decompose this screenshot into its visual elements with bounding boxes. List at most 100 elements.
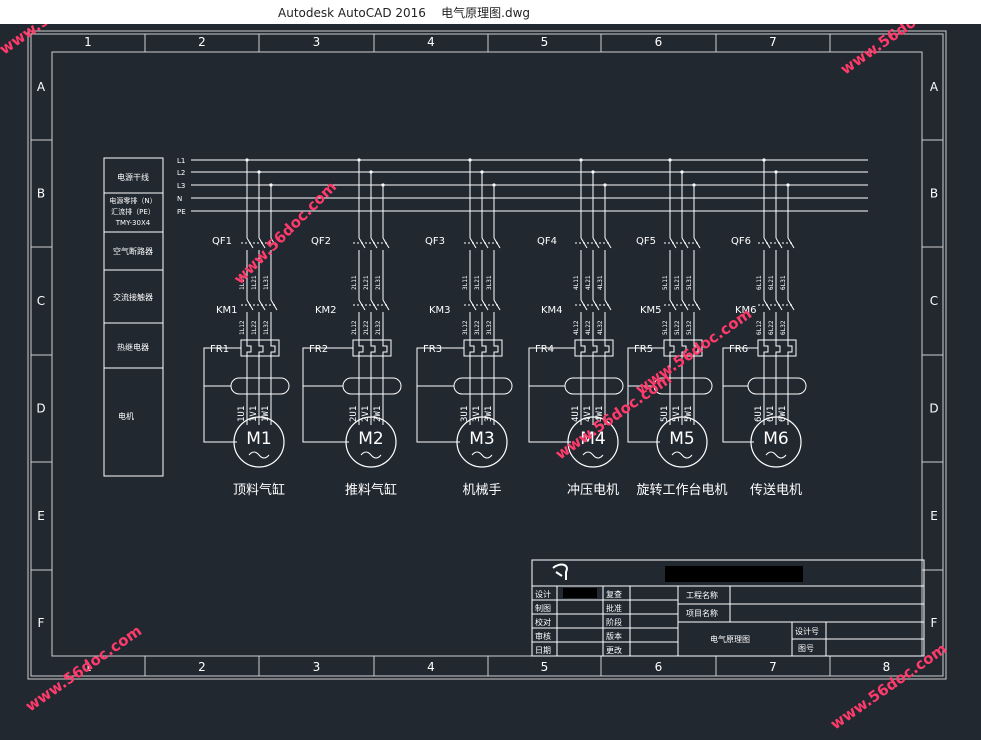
wire-number: 2L12 xyxy=(351,320,358,335)
drawing-name: 电气原理图 xyxy=(710,634,750,644)
bus-junction xyxy=(692,183,696,187)
breaker-label-qf2: QF2 xyxy=(311,236,331,247)
drawing-frame xyxy=(27,30,947,680)
thermal-sensor-loop xyxy=(230,377,290,395)
wire-number: 2L31 xyxy=(375,275,382,290)
grid-col-bottom-2: 2 xyxy=(198,660,206,674)
wire-number: 6L22 xyxy=(768,320,775,335)
contactor-label-km6: KM6 xyxy=(735,305,757,316)
ac-symbol-icon xyxy=(248,451,270,459)
motor-circle-m6 xyxy=(750,416,802,468)
title-block-label: 校对 xyxy=(535,617,551,627)
wire-number: 4L12 xyxy=(573,320,580,335)
bus-label-l1: L1 xyxy=(177,157,185,165)
wire-number: 6L32 xyxy=(780,320,787,335)
company-logo-icon xyxy=(552,563,568,580)
thermal-element xyxy=(270,340,276,356)
bus-junction xyxy=(369,170,373,174)
motor-terminal-label: 3V1 xyxy=(472,406,482,422)
wire-number: 1L11 xyxy=(239,275,246,290)
grid-row-left-B: B xyxy=(37,187,45,201)
bus-junction xyxy=(492,183,496,187)
motor-circle-m5 xyxy=(656,416,708,468)
grid-col-top-2: 2 xyxy=(198,35,206,49)
grid-row-left-F: F xyxy=(38,616,45,630)
grid-col-bottom-8: 8 xyxy=(883,660,891,674)
wire-number: 1L32 xyxy=(263,320,270,335)
motor-label-m5: M5 xyxy=(669,429,694,449)
legend-item-contactor: 交流接触器 xyxy=(113,292,153,302)
grid-col-top-1: 1 xyxy=(84,35,92,49)
motor-label-m6: M6 xyxy=(763,429,788,449)
thermal-element xyxy=(469,340,475,356)
motor-label-m3: M3 xyxy=(469,429,494,449)
watermark-text: www.56doc.com xyxy=(827,640,950,734)
thermal-element xyxy=(669,340,675,356)
wire-number: 1L22 xyxy=(251,320,258,335)
motor-label-m1: M1 xyxy=(246,429,271,449)
title-bar: Autodesk AutoCAD 2016 电气原理图.dwg xyxy=(0,0,981,24)
wire-number: 5L11 xyxy=(662,275,669,290)
motor-name-m4: 冲压电机 xyxy=(567,483,619,498)
ground-wire xyxy=(416,347,464,443)
thermal-element xyxy=(693,340,699,356)
motor-terminal-label: 1V1 xyxy=(249,406,259,422)
watermark-text: www.56doc.com xyxy=(22,622,145,716)
wire-number: 2L11 xyxy=(351,275,358,290)
thermal-sensor-loop xyxy=(342,377,402,395)
bus-label-l2: L2 xyxy=(177,169,185,177)
branch-m4: 4L114L124U14L214L224V14L314L324W1QF4KM4F… xyxy=(528,158,624,498)
motor-terminal-label: 2V1 xyxy=(361,406,371,422)
breaker-label-qf4: QF4 xyxy=(537,236,557,247)
contactor-label-km2: KM2 xyxy=(315,305,337,316)
design-number-label: 设计号 xyxy=(795,626,819,636)
branch-m2: 2L112L122U12L212L222V12L312L322W1QF2KM2F… xyxy=(302,158,402,498)
thermal-element xyxy=(493,340,499,356)
grid-row-left-E: E xyxy=(37,509,45,523)
motor-terminal-label: 3W1 xyxy=(484,406,494,422)
breaker-label-qf3: QF3 xyxy=(425,236,445,247)
motor-label-m4: M4 xyxy=(580,429,605,449)
thermal-sensor-loop xyxy=(453,377,513,395)
bus-junction xyxy=(668,158,672,162)
motor-terminal-label: 3U1 xyxy=(460,406,470,422)
thermal-relay-label-fr5: FR5 xyxy=(634,344,653,355)
wire-number: 5L21 xyxy=(674,275,681,290)
wire-number: 5L12 xyxy=(662,320,669,335)
wire-number: 6L31 xyxy=(780,275,787,290)
motor-terminal-label: 4U1 xyxy=(571,406,581,422)
ac-symbol-icon xyxy=(471,451,493,459)
branch-m3: 3L113L123U13L213L223V13L313L323W1QF3KM3F… xyxy=(416,158,513,498)
wire-number: 2L32 xyxy=(375,320,382,335)
grid-col-bottom-3: 3 xyxy=(313,660,321,674)
title-block-label: 审核 xyxy=(535,631,551,641)
wire-number: 3L12 xyxy=(462,320,469,335)
bus-junction xyxy=(245,158,249,162)
grid-col-bottom-7: 7 xyxy=(769,660,777,674)
motor-terminal-label: 5U1 xyxy=(660,406,670,422)
grid-col-bottom-6: 6 xyxy=(655,660,663,674)
bus-junction xyxy=(680,170,684,174)
contactor-label-km4: KM4 xyxy=(541,305,563,316)
grid-row-left-A: A xyxy=(37,80,46,94)
wire-number: 5L22 xyxy=(674,320,681,335)
wire-number: 6L12 xyxy=(756,320,763,335)
ac-symbol-icon xyxy=(360,451,382,459)
motor-name-m3: 机械手 xyxy=(462,483,501,498)
thermal-element xyxy=(681,340,687,356)
motor-terminal-label: 6W1 xyxy=(778,406,788,422)
title-block-label: 阶段 xyxy=(606,617,622,627)
legend-item-bus-spec: TMY-30X4 xyxy=(115,219,151,227)
contactor-label-km3: KM3 xyxy=(429,305,451,316)
grid-row-right-A: A xyxy=(930,80,939,94)
drawing-number-label: 图号 xyxy=(798,644,814,653)
motor-terminal-label: 2W1 xyxy=(373,406,383,422)
bus-label-l3: L3 xyxy=(177,182,185,190)
wire-number: 2L21 xyxy=(363,275,370,290)
bus-junction xyxy=(603,183,607,187)
